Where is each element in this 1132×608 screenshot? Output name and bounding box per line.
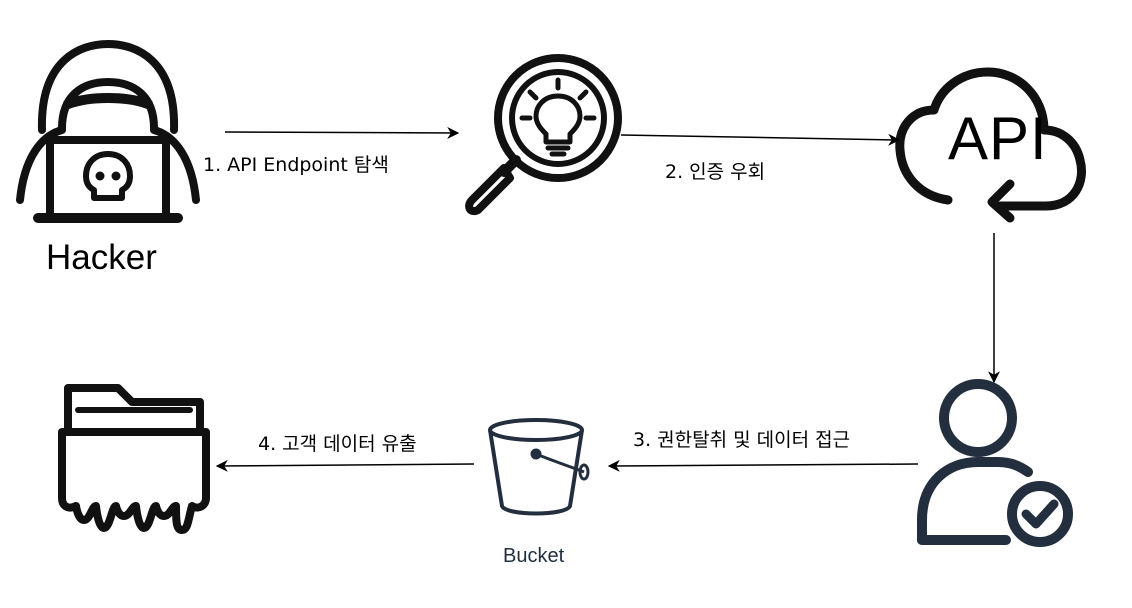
skull-icon: [83, 151, 133, 201]
bucket-icon: [488, 418, 590, 516]
hacker-label: Hacker: [46, 238, 157, 277]
magnifier-lightbulb-icon: [465, 54, 622, 215]
arrow-hacker-to-discovery: [224, 126, 460, 139]
arrow-discovery-to-api: [620, 133, 901, 146]
api-cloud-icon: [895, 67, 1086, 223]
step-4-label: 4. 고객 데이터 유출: [258, 433, 417, 455]
arrow-bucket-to-folder: [215, 459, 475, 472]
step-2-label: 2. 인증 우회: [665, 161, 766, 183]
api-label: API: [948, 105, 1048, 172]
arrow-user-to-bucket: [607, 459, 919, 472]
step-3-label: 3. 권한탈취 및 데이터 접근: [633, 429, 851, 451]
verified-user-icon: [917, 379, 1073, 547]
step-1-label: 1. API Endpoint 탐색: [203, 154, 389, 176]
bucket-label: Bucket: [503, 545, 565, 567]
hacker-icon: [16, 40, 200, 223]
leaking-folder-icon: [58, 384, 210, 534]
